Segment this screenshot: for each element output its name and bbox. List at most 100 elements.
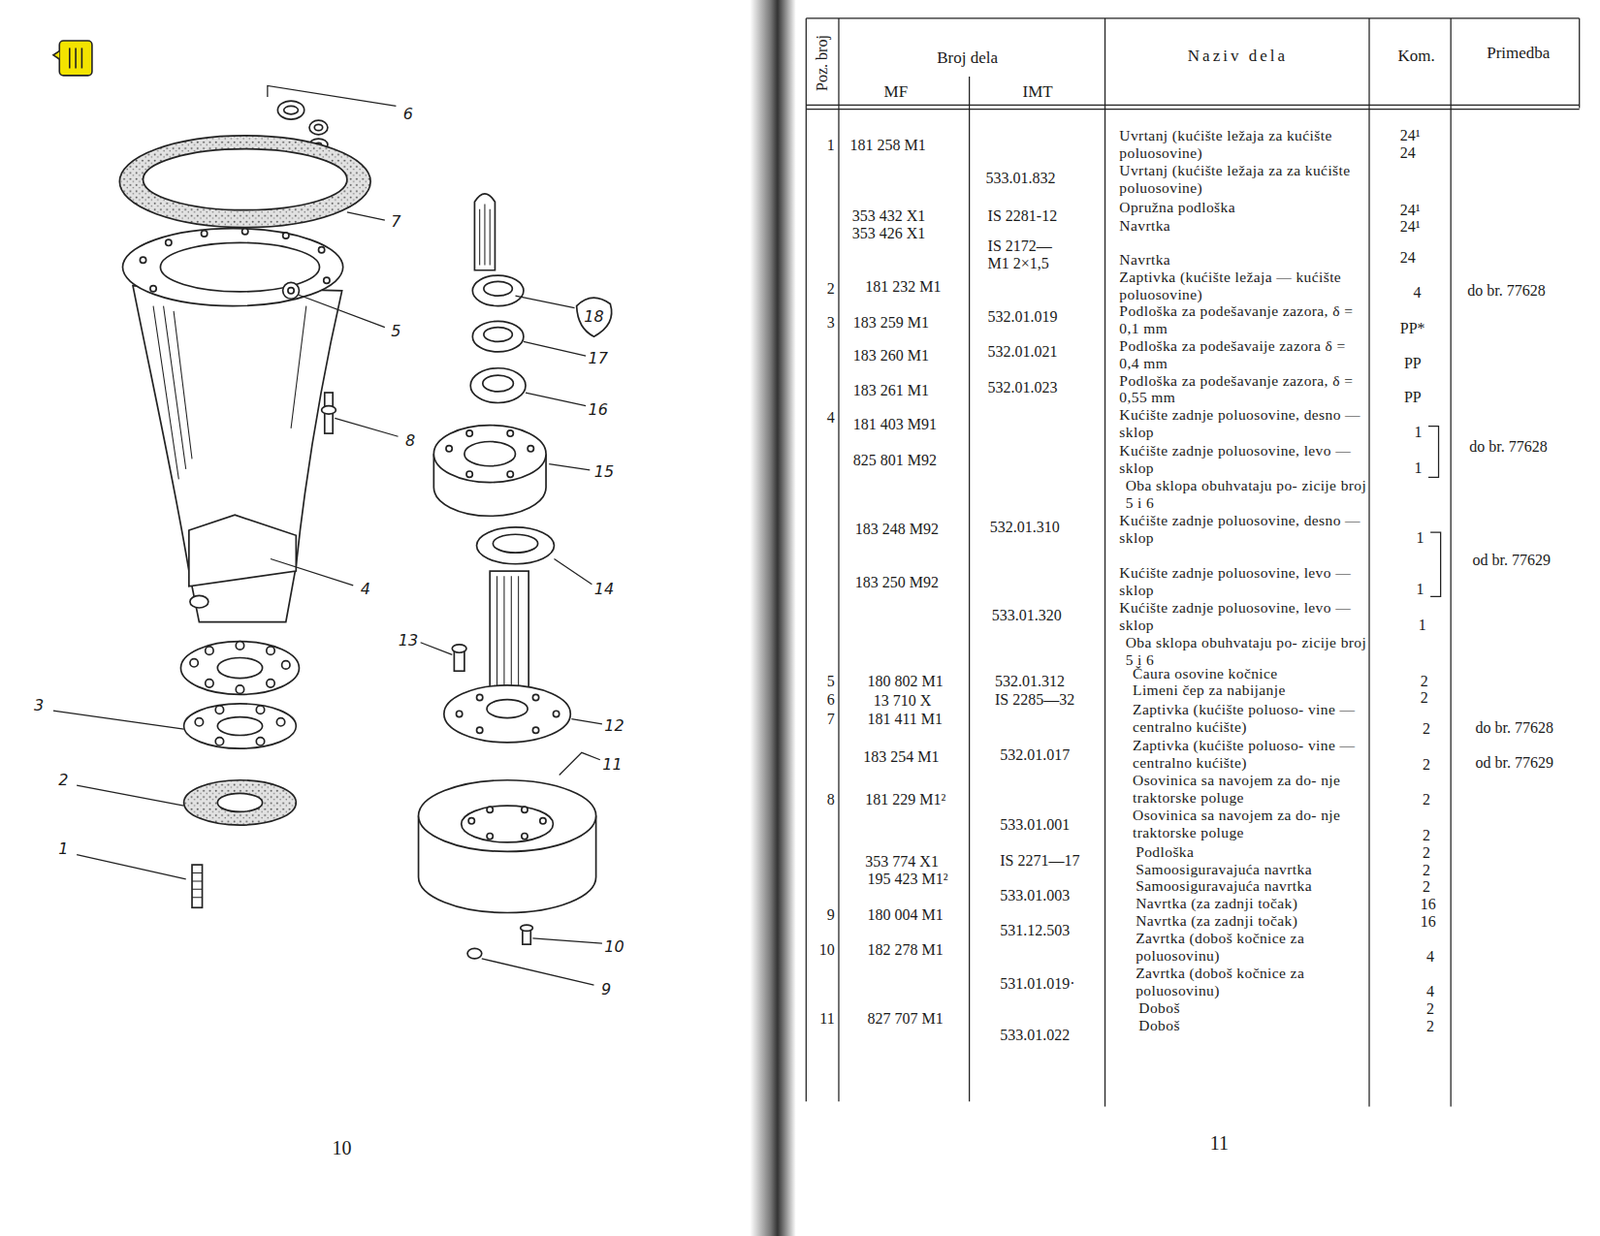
- page-icon: [74, 47, 77, 68]
- parts-drawing: [477, 694, 483, 701]
- position-number: 2: [827, 280, 835, 298]
- part-name: Podloška za podešavaije zazora δ = 0,4 m…: [1119, 337, 1365, 373]
- table-cell: 2: [1422, 791, 1431, 809]
- page-icon: [53, 40, 93, 76]
- table-cell: 183 261 M1: [853, 382, 929, 400]
- column-header: Poz. broj: [813, 34, 832, 92]
- parts-drawing: [283, 282, 300, 299]
- table-cell: 180 004 M1: [866, 906, 943, 925]
- parts-drawing: [472, 320, 524, 352]
- parts-drawing: [466, 471, 473, 478]
- parts-drawing: [492, 534, 538, 553]
- parts-drawing: [139, 256, 146, 263]
- parts-drawing: [497, 576, 519, 694]
- parts-drawing: [321, 406, 337, 415]
- parts-drawing: [521, 806, 528, 813]
- parts-drawing: [444, 685, 571, 743]
- table-grid: [1430, 532, 1441, 597]
- table-cell: 532.01.021: [988, 343, 1058, 361]
- parts-drawing: [180, 641, 299, 696]
- leader-lines: [525, 392, 586, 407]
- callout-number: 3: [33, 697, 44, 715]
- table-grid: [805, 104, 1579, 106]
- table-cell: 1: [1416, 529, 1425, 547]
- parts-drawing: [470, 368, 526, 404]
- leader-lines: [481, 959, 595, 986]
- table-cell: 2: [1422, 720, 1431, 738]
- table-grid: [805, 108, 1579, 110]
- table-cell: 183 260 M1: [853, 347, 929, 365]
- callout-number: 6: [403, 105, 414, 124]
- part-name: Kućište zadnje poluosovine, desno — sklo…: [1119, 512, 1365, 547]
- parts-drawing: [288, 288, 294, 294]
- leader-lines: [571, 719, 603, 725]
- parts-drawing: [552, 710, 559, 717]
- position-number: 11: [819, 1010, 834, 1028]
- table-cell: 1: [1413, 423, 1422, 442]
- part-name: Opružna podloška: [1119, 198, 1365, 217]
- table-cell: IS 2281-12: [988, 207, 1058, 225]
- parts-drawing: [446, 446, 452, 452]
- leader-lines: [334, 417, 398, 437]
- table-cell: 1: [1418, 616, 1427, 635]
- table-cell: 2: [1426, 1018, 1435, 1036]
- parts-drawing: [256, 737, 264, 746]
- part-name: Kućište zadnje poluosovine, levo — sklop: [1119, 442, 1365, 478]
- table-cell: 4: [1426, 948, 1435, 966]
- parts-drawing: [461, 805, 554, 843]
- table-cell: 181 229 M1²: [864, 791, 946, 809]
- parts-drawing: [217, 717, 262, 736]
- callout-number: 11: [602, 756, 622, 774]
- table-grid: [1104, 18, 1106, 1107]
- position-number: 4: [827, 409, 835, 427]
- table-cell: 533.01.003: [999, 887, 1070, 905]
- page-icon: [81, 47, 84, 68]
- leader-lines: [76, 855, 187, 880]
- part-name: Podloška za podešavanje zazora, δ = 0,55…: [1119, 372, 1365, 408]
- parts-drawing: [418, 780, 597, 853]
- table-cell: 825 801 M92: [853, 451, 937, 470]
- table-cell: 2: [1420, 689, 1429, 707]
- parts-drawing: [266, 679, 275, 688]
- table-cell: 183 250 M92: [855, 574, 939, 592]
- parts-drawing: [455, 710, 462, 717]
- table-grid: [1428, 426, 1440, 479]
- position-number: 3: [827, 314, 835, 332]
- position-number: 1: [827, 136, 835, 155]
- part-name: Kućište zadnje poluosovine, levo — sklop: [1119, 599, 1365, 635]
- parts-drawing: [190, 659, 198, 668]
- parts-drawing: [282, 661, 290, 670]
- table-cell: 353 774 X1: [864, 853, 939, 871]
- page-number: 10: [332, 1139, 352, 1157]
- table-cell: 532.01.312: [994, 672, 1065, 691]
- parts-drawing: [433, 425, 546, 483]
- page-gutter: [749, 0, 796, 1236]
- parts-drawing: [467, 948, 482, 960]
- table-cell: 16: [1420, 913, 1437, 931]
- parts-drawing: [576, 297, 612, 337]
- leader-lines: [548, 464, 590, 471]
- table-cell: do br. 77628: [1469, 438, 1547, 456]
- parts-drawing: [527, 446, 534, 452]
- part-name: Navrtka: [1119, 251, 1365, 269]
- leader-lines: [76, 785, 184, 806]
- part-name: Navrtka: [1119, 217, 1365, 235]
- part-name: Podloška za podešavanje zazora, δ = 0,1 …: [1119, 302, 1365, 338]
- table-cell: 531.01.019·: [999, 975, 1075, 993]
- callout-number: 8: [405, 432, 416, 450]
- part-name: Zavrtka (doboš kočnice za poluosovinu): [1135, 929, 1381, 965]
- leader-lines: [267, 85, 397, 106]
- leader-lines: [53, 710, 185, 730]
- table-cell: 533.01.022: [999, 1026, 1070, 1045]
- parts-drawing: [200, 230, 207, 237]
- parts-drawing: [205, 646, 214, 655]
- table-cell: 4: [1426, 983, 1435, 1001]
- table-cell: 2: [1422, 827, 1431, 845]
- leader-lines: [420, 642, 453, 656]
- part-name: Doboš: [1138, 1017, 1384, 1035]
- table-cell: 2: [1420, 672, 1429, 691]
- callout-number: 5: [390, 322, 401, 341]
- parts-drawing: [532, 727, 539, 734]
- leader-lines: [297, 294, 384, 328]
- column-header: Primedba: [1486, 44, 1550, 63]
